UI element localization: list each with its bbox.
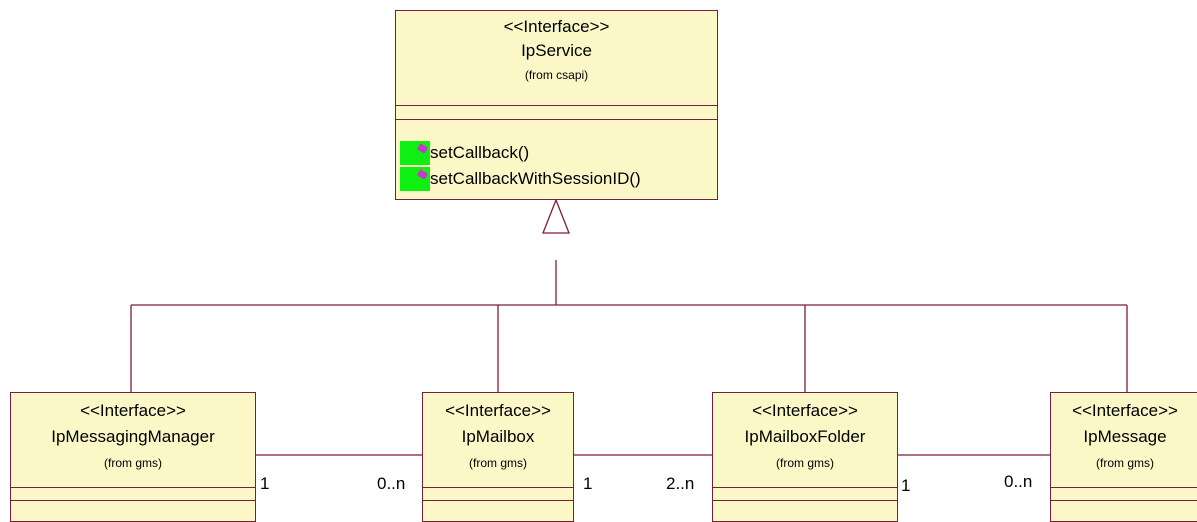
operation-row[interactable]: setCallback() xyxy=(400,141,529,165)
operation-row[interactable]: setCallbackWithSessionID() xyxy=(400,167,641,191)
class-name: IpMailbox xyxy=(461,427,535,446)
operation-name: setCallbackWithSessionID() xyxy=(430,169,641,188)
class-name: IpMessagingManager xyxy=(51,427,215,446)
public-operation-icon xyxy=(400,141,430,165)
class-name: IpMessage xyxy=(1083,427,1167,446)
operations-separator xyxy=(423,500,573,501)
public-operation-icon xyxy=(400,167,430,191)
class-box-ipservice[interactable]: <<Interface>> IpService (from csapi) set… xyxy=(395,10,718,200)
multiplicity-label: 1 xyxy=(260,474,270,493)
package-label: (from gms) xyxy=(1096,456,1154,470)
attributes-separator xyxy=(11,487,255,488)
class-name: IpService xyxy=(521,41,592,60)
multiplicity-label: 0..n xyxy=(377,474,406,493)
operations-separator xyxy=(713,500,897,501)
multiplicity-label: 2..n xyxy=(666,474,695,493)
attributes-separator xyxy=(423,487,573,488)
multiplicity-label: 0..n xyxy=(1004,472,1033,491)
class-box-ipmailboxfolder[interactable]: <<Interface>> IpMailboxFolder (from gms) xyxy=(712,392,898,522)
package-label: (from csapi) xyxy=(524,68,589,82)
class-box-ipmessage[interactable]: <<Interface>> IpMessage (from gms) xyxy=(1050,392,1197,522)
operations-separator xyxy=(11,500,255,501)
stereotype-label: <<Interface>> xyxy=(503,17,610,36)
stereotype-label: <<Interface>> xyxy=(80,401,186,420)
stereotype-label: <<Interface>> xyxy=(1072,401,1178,420)
attributes-separator xyxy=(1051,487,1197,488)
package-label: (from gms) xyxy=(776,456,834,470)
operations-separator xyxy=(396,119,717,120)
attributes-separator xyxy=(396,105,717,106)
package-label: (from gms) xyxy=(469,456,527,470)
stereotype-label: <<Interface>> xyxy=(445,401,551,420)
operations-separator xyxy=(1051,500,1197,501)
class-box-ipmailbox[interactable]: <<Interface>> IpMailbox (from gms) xyxy=(422,392,574,522)
generalization-arrowhead xyxy=(542,198,570,234)
class-name: IpMailboxFolder xyxy=(744,427,866,446)
stereotype-label: <<Interface>> xyxy=(752,401,858,420)
attributes-separator xyxy=(713,487,897,488)
multiplicity-label: 1 xyxy=(583,474,593,493)
operation-name: setCallback() xyxy=(430,143,530,162)
package-label: (from gms) xyxy=(104,456,162,470)
class-box-ipmessagingmanager[interactable]: <<Interface>> IpMessagingManager (from g… xyxy=(10,392,256,522)
multiplicity-label: 1 xyxy=(901,476,911,495)
